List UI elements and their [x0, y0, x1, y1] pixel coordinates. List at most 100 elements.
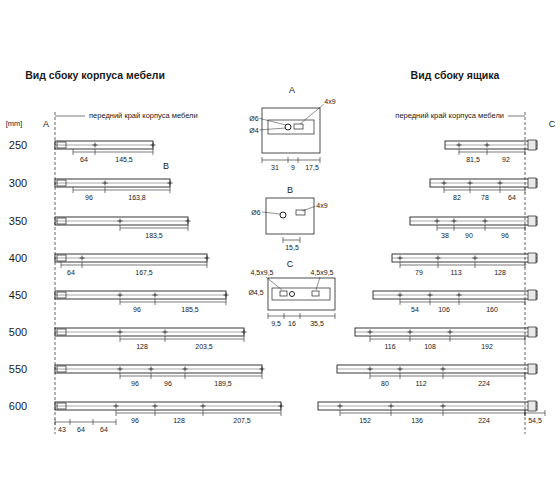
drawing-line: [410, 336, 411, 342]
drawing-rect: [57, 292, 66, 298]
drawing-line: [244, 330, 245, 335]
drawing-line: [55, 295, 226, 296]
drawing-line: [120, 302, 226, 303]
dimension-label: 203,5: [194, 343, 214, 350]
drawing-line: [525, 410, 526, 416]
dimension-label: 160: [485, 306, 499, 313]
drawing-rect: [55, 365, 262, 373]
dimension-label: 64: [507, 194, 517, 201]
drawing-line: [55, 116, 85, 117]
drawing-line: [120, 330, 121, 335]
drawing-rect: [57, 366, 66, 372]
drawing-line: [500, 181, 501, 186]
dimension-label: 189,5: [213, 380, 233, 387]
drawing-line: [370, 330, 371, 335]
heading-label: 450: [8, 290, 28, 301]
drawing-line: [95, 143, 96, 148]
drawing-line: [470, 187, 471, 193]
dimension-label: 17,5: [304, 164, 320, 171]
drawing-line: [400, 265, 525, 266]
drawing-line: [370, 367, 371, 372]
dimension-label: 96: [130, 380, 140, 387]
drawing-line: [207, 256, 208, 261]
drawing-line: [450, 330, 451, 335]
drawing-line: [262, 367, 263, 372]
drawing-line: [316, 277, 320, 290]
drawing-line: [120, 367, 121, 372]
dimension-label: 136: [410, 417, 424, 424]
drawing-line: [284, 313, 285, 319]
drawing-line: [370, 376, 525, 377]
dimension-label: 31: [270, 164, 280, 171]
dimension-label: 9: [290, 164, 296, 171]
dimension-label: 81,5: [465, 156, 481, 163]
drawing-rect: [55, 402, 281, 410]
dimension-label: 35,5: [309, 320, 325, 327]
dimension-label: 79: [414, 269, 424, 276]
drawing-line: [120, 228, 188, 229]
drawing-line: [262, 212, 280, 214]
drawing-line: [55, 221, 188, 222]
dimension-label: 38: [440, 232, 450, 239]
drawing-line: [288, 157, 289, 163]
drawing-line: [298, 157, 299, 163]
drawing-line: [318, 406, 537, 407]
drawing-line: [525, 187, 526, 193]
drawing-line: [400, 373, 401, 379]
drawing-line: [55, 369, 262, 370]
dimension-label: 64: [76, 426, 86, 433]
drawing-rect: [528, 401, 536, 411]
drawing-line: [454, 225, 455, 231]
drawing-line: [525, 413, 545, 414]
heading-label: 350: [8, 216, 28, 227]
drawing-rect: [268, 278, 335, 310]
drawing-line: [151, 373, 152, 379]
drawing-line: [203, 410, 204, 416]
drawing-line: [485, 225, 486, 231]
dimension-label: 43: [57, 426, 67, 433]
drawing-line: [55, 422, 116, 423]
drawing-line: [165, 336, 166, 342]
drawing-line: [430, 299, 431, 305]
drawing-line: [188, 219, 189, 224]
dimension-label: Ø4,5: [247, 289, 264, 296]
dimension-label: передний край корпуса мебели: [394, 112, 505, 120]
drawing-line: [525, 336, 526, 342]
drawing-line: [207, 262, 208, 268]
drawing-line: [155, 293, 156, 298]
drawing-line: [444, 190, 525, 191]
drawing-line: [258, 128, 286, 130]
dimension-label: 96: [500, 232, 510, 239]
heading-label: 600: [8, 401, 28, 412]
dimension-label: 112: [414, 380, 427, 387]
drawing-line: [525, 112, 526, 434]
dimension-label: 9,5: [270, 320, 282, 327]
drawing-line: [400, 293, 401, 298]
drawing-rect: [57, 255, 66, 261]
drawing-rect: [528, 178, 536, 188]
drawing-line: [370, 339, 525, 340]
drawing-line: [262, 160, 320, 161]
drawing-line: [185, 367, 186, 372]
drawing-rect: [528, 290, 536, 300]
dimension-label: 96: [130, 417, 140, 424]
dimension-label: 163,8: [127, 194, 147, 201]
drawing-line: [444, 181, 445, 186]
dimension-label: 116: [383, 343, 396, 350]
drawing-rect: [528, 216, 536, 226]
drawing-line: [155, 404, 156, 409]
drawing-rect: [272, 288, 330, 300]
drawing-line: [437, 225, 438, 231]
drawing-line: [525, 262, 526, 268]
dimension-label: 4x9: [323, 98, 336, 105]
heading-label: B: [286, 186, 294, 195]
drawing-line: [203, 404, 204, 409]
drawing-line: [437, 228, 525, 229]
drawing-line: [82, 262, 83, 268]
drawing-line: [120, 373, 121, 379]
drawing-line: [61, 265, 207, 266]
drawing-line: [400, 262, 401, 268]
drawing-line: [170, 181, 171, 186]
dimension-label: 82: [452, 194, 462, 201]
dimension-label: 96: [84, 194, 94, 201]
